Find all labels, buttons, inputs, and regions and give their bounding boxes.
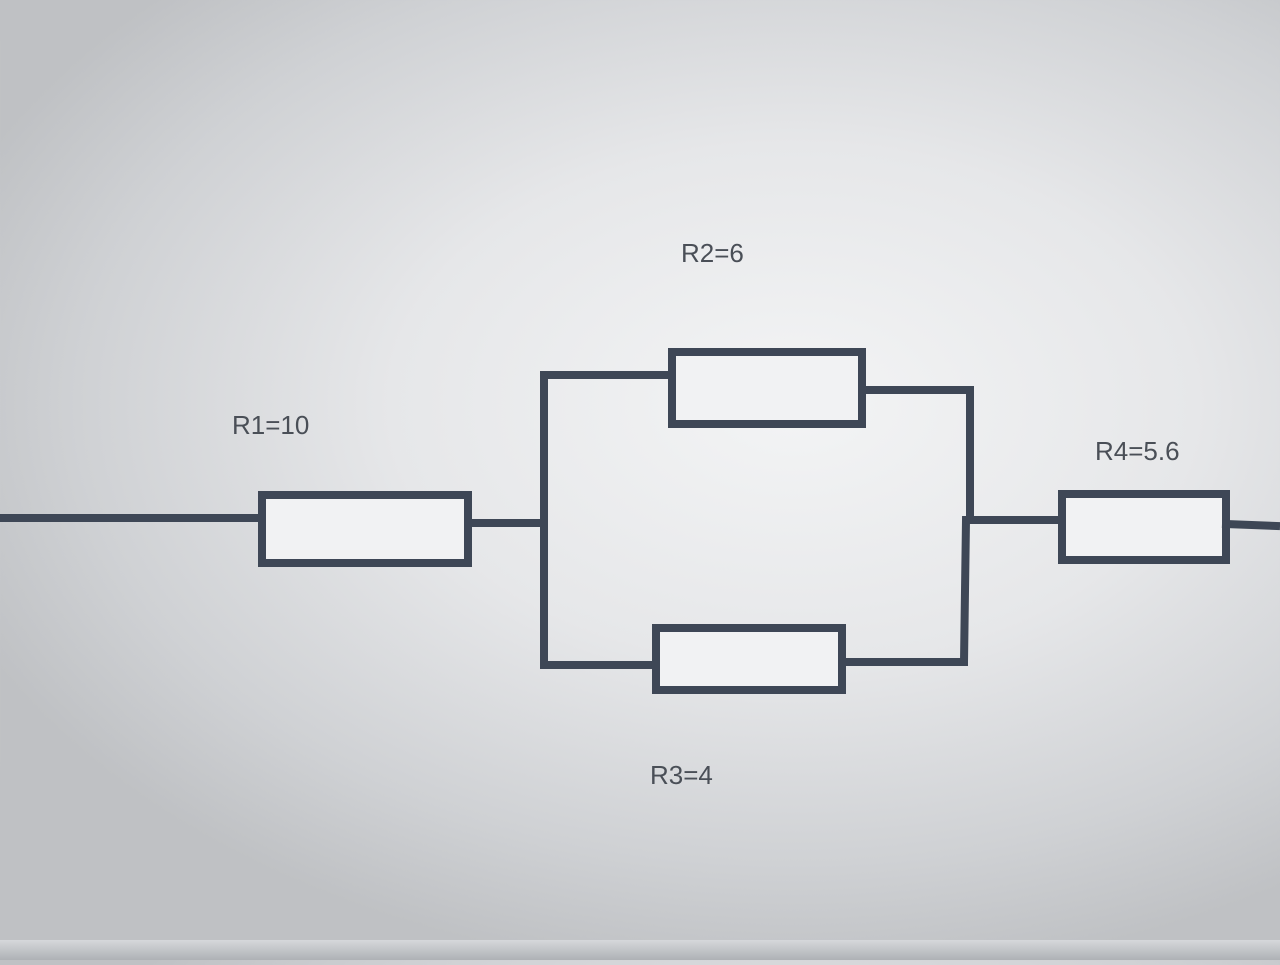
resistor-r3 (652, 624, 846, 694)
label-r1: R1=10 (232, 410, 309, 440)
wire-right-bus-bottom (959, 515, 971, 667)
resistor-r4 (1058, 490, 1230, 564)
screen-bottom-edge (0, 940, 1280, 960)
label-r3: R3=4 (650, 760, 713, 790)
resistor-r2 (668, 348, 866, 428)
resistor-r1 (258, 491, 472, 567)
label-r4: R4=5.6 (1095, 436, 1180, 466)
wire-output (1221, 519, 1280, 531)
label-r2: R2=6 (681, 238, 744, 268)
